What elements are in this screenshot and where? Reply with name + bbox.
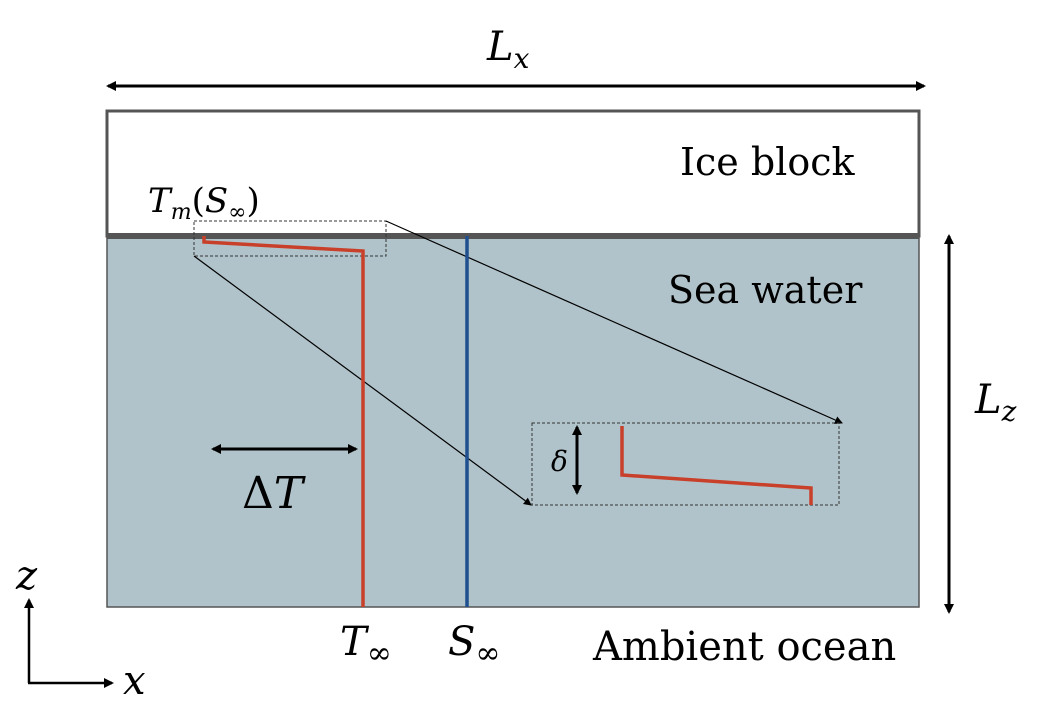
delta-label: δ [551, 445, 568, 478]
lz-label: Lz [974, 377, 1017, 428]
temperature-profile [202, 236, 365, 607]
ice-block-label: Ice block [680, 140, 855, 184]
tm-label: Tm(S∞) [148, 181, 260, 225]
delta-t-label: ΔT [242, 468, 307, 519]
t-infinity-label: T∞ [340, 619, 392, 671]
s-infinity-label: S∞ [448, 619, 500, 671]
zoom-temperature-profile [620, 426, 813, 505]
zoom-source-box [193, 220, 387, 257]
zoom-connector-top [385, 220, 843, 424]
x-axis-label: x [123, 658, 146, 704]
sea-water [106, 235, 920, 608]
z-axis-label: z [15, 553, 38, 599]
sea-water-label: Sea water [668, 268, 863, 312]
ambient-ocean-label: Ambient ocean [592, 624, 896, 670]
zoom-inset-box [531, 422, 840, 506]
lx-label: Lx [486, 24, 530, 75]
